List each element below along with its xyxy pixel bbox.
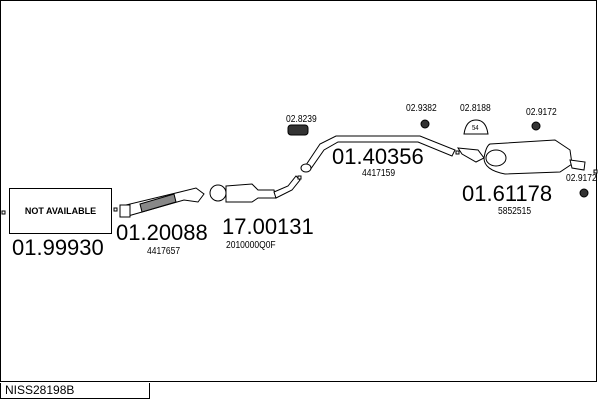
rear-silencer (456, 139, 586, 175)
fitting-number[interactable]: 02.9382 (406, 103, 437, 114)
front-pipe (119, 187, 205, 218)
not-available-box: NOT AVAILABLE (9, 188, 112, 234)
part-ref-middle-pipe: 4417159 (362, 168, 396, 179)
fitting-icons (287, 119, 589, 198)
part-number-rear-silencer[interactable]: 01.61178 (462, 181, 553, 206)
catalytic-converter (209, 175, 301, 203)
fitting-number[interactable]: 02.8188 (460, 103, 491, 114)
part-number-catalyst[interactable]: 17.00131 (222, 214, 314, 239)
diagram-code: NISS28198B (0, 383, 150, 399)
connector-markers (1, 150, 598, 215)
fitting-number[interactable]: 02.9172 (566, 173, 597, 184)
fitting-number[interactable]: 02.8239 (286, 114, 317, 125)
part-ref-rear-silencer: 5852515 (498, 206, 532, 217)
diagram-frame (0, 0, 597, 382)
part-ref-catalyst: 2010000Q0F (226, 240, 276, 251)
part-number-front-pipe[interactable]: 01.20088 (116, 220, 208, 245)
fitting-badge: 54 (472, 125, 479, 132)
part-ref-front-pipe: 4417657 (147, 246, 181, 257)
middle-pipe (300, 135, 456, 173)
fitting-number[interactable]: 02.9172 (526, 107, 557, 118)
part-number-front[interactable]: 01.99930 (12, 235, 104, 260)
part-number-middle-pipe[interactable]: 01.40356 (332, 144, 424, 169)
